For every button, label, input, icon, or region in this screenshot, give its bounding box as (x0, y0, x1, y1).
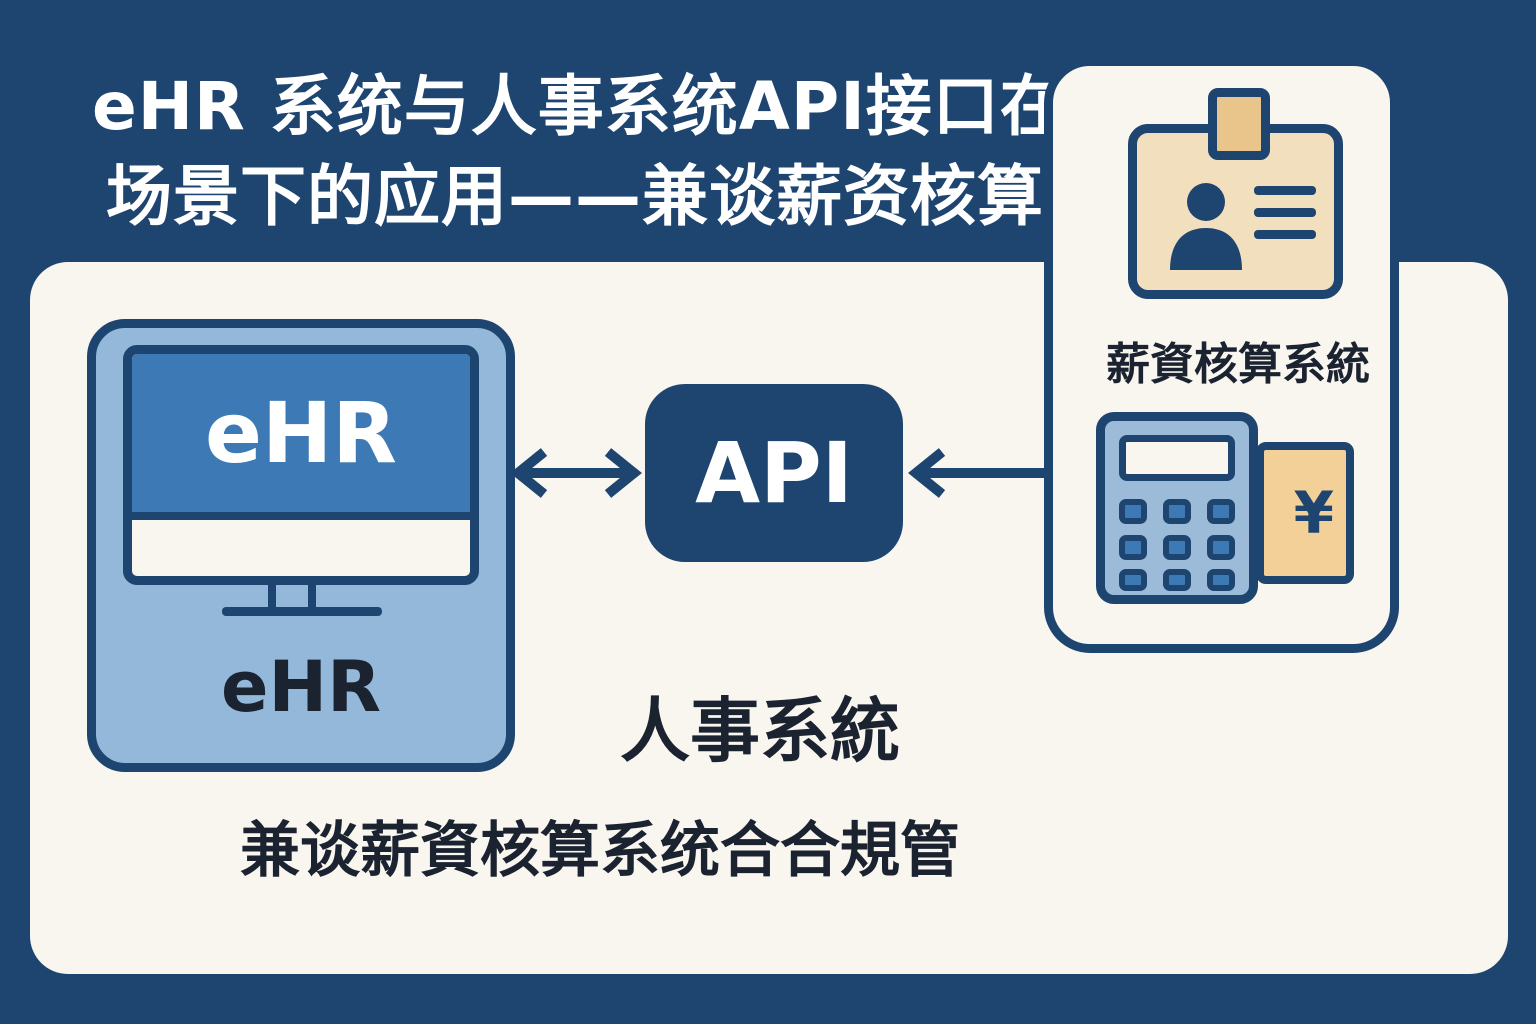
ehr-label: eHR (221, 646, 381, 728)
monitor-screen-text: eHR (132, 354, 470, 520)
calculator-key (1163, 569, 1191, 591)
calculator-key (1207, 535, 1235, 560)
calculator-icon (1096, 412, 1258, 604)
calculator-key (1163, 535, 1191, 560)
monitor-base (222, 607, 382, 616)
monitor-stand (268, 577, 316, 611)
calculator-key (1119, 535, 1147, 560)
id-card-clip (1208, 88, 1270, 160)
calculator-screen (1119, 435, 1235, 481)
calculator-key (1207, 569, 1235, 591)
calculator-key (1119, 569, 1147, 591)
calculator-key (1119, 499, 1147, 524)
double-arrow-icon-left (510, 448, 642, 498)
yen-symbol: ¥ (1293, 479, 1334, 547)
payroll-system-label: 薪資核算系統 (1106, 339, 1370, 390)
calculator-key (1163, 499, 1191, 524)
text-lines-icon (1254, 186, 1316, 239)
calculator-key (1207, 499, 1235, 524)
hr-system-label: 人事系統 (620, 690, 900, 772)
api-box: API (645, 384, 903, 562)
compliance-subtitle: 兼谈薪資核算系统合合規管 (240, 816, 960, 886)
monitor-icon: eHR (123, 345, 479, 585)
receipt-icon: ¥ (1256, 442, 1354, 584)
person-icon (1170, 183, 1242, 270)
ehr-system-card: eHR eHR (87, 319, 515, 772)
